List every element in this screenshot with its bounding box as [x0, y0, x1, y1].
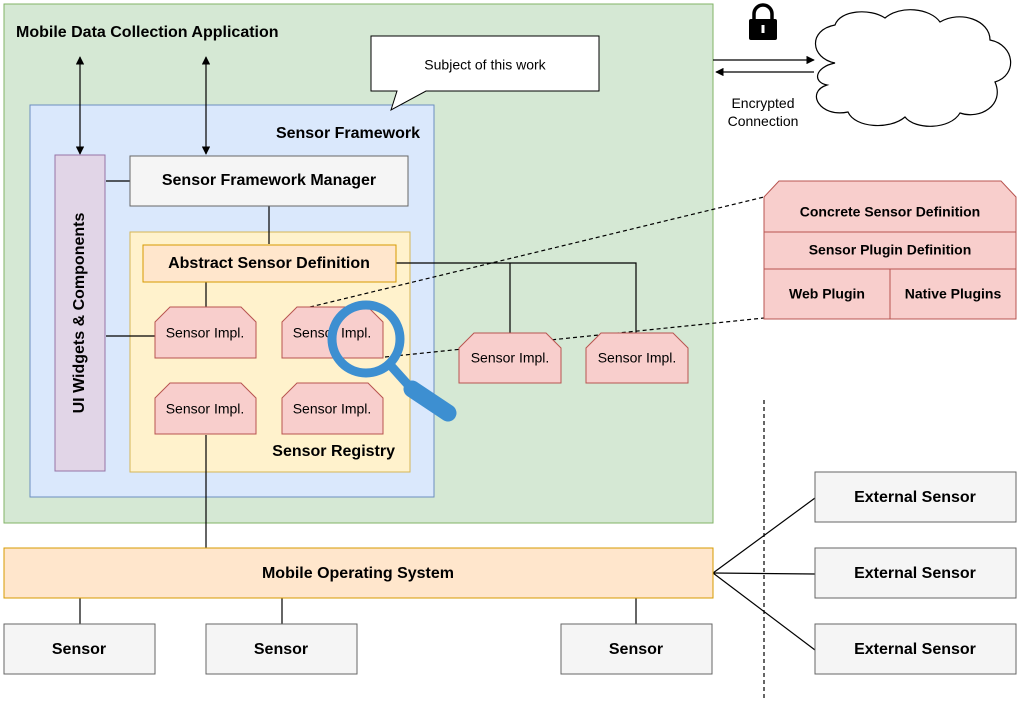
framework-manager-label: Sensor Framework Manager	[162, 172, 376, 189]
dashed-lines	[309, 196, 765, 700]
cloud-label-line2: Connection	[728, 113, 799, 129]
native-plugins-label: Native Plugins	[905, 286, 1002, 302]
connector-lines	[79, 180, 816, 651]
ui-widgets-box	[54, 154, 106, 472]
sensor-label-2: Sensor	[254, 641, 308, 658]
abstract-definition-label: Abstract Sensor Definition	[168, 255, 370, 272]
external-sensor-label-1: External Sensor	[854, 489, 976, 506]
sensor-framework-title: Sensor Framework	[276, 125, 420, 142]
sensor-label-1: Sensor	[52, 641, 106, 658]
sensor-impl-4: Sensor Impl.	[281, 382, 384, 435]
mobile-app-title: Mobile Data Collection Application	[16, 24, 279, 41]
ui-widgets-label: UI Widgets & Components	[71, 213, 88, 414]
cloud-label-line1: Encrypted	[731, 95, 794, 111]
mobile-os-bar	[3, 547, 714, 599]
external-sensor-box-3	[814, 623, 1017, 675]
concrete-definition-label: Concrete Sensor Definition	[800, 204, 980, 220]
sensor-impl-label: Sensor Impl.	[598, 350, 677, 366]
external-sensor-label-3: External Sensor	[854, 641, 976, 658]
mobile-os-label: Mobile Operating System	[262, 565, 454, 582]
sensor-label-3: Sensor	[609, 641, 663, 658]
plugin-definition-label: Sensor Plugin Definition	[809, 242, 972, 258]
sensor-impl-label: Sensor Impl.	[166, 325, 245, 341]
app-arrows	[75, 55, 815, 155]
framework-manager-box	[129, 155, 409, 207]
sensor-impl-5: Sensor Impl.	[458, 332, 562, 384]
web-plugin-label: Web Plugin	[789, 286, 865, 302]
external-sensor-label-2: External Sensor	[854, 565, 976, 582]
sensor-box-1	[3, 623, 156, 675]
external-sensor-box-1	[814, 471, 1017, 523]
magnifier-icon	[327, 300, 457, 422]
sensor-impl-6: Sensor Impl.	[585, 332, 689, 384]
abstract-definition-box	[142, 244, 397, 283]
external-sensor-box-2	[814, 547, 1017, 599]
sensor-impl-3: Sensor Impl.	[154, 382, 257, 435]
sensor-box-3	[560, 623, 713, 675]
plugin-detail: Concrete Sensor Definition Sensor Plugin…	[763, 180, 1017, 320]
cloud-icon	[814, 9, 1012, 127]
sensor-impl-label: Sensor Impl.	[293, 401, 372, 417]
sensor-impl-label: Sensor Impl.	[166, 401, 245, 417]
sensor-registry-title: Sensor Registry	[272, 443, 395, 460]
callout-bubble	[370, 35, 600, 112]
sensor-impl-label: Sensor Impl.	[471, 350, 550, 366]
sensor-impl-1: Sensor Impl.	[154, 306, 257, 359]
callout-text: Subject of this work	[424, 57, 546, 73]
sensor-box-2	[205, 623, 358, 675]
lock-icon	[749, 3, 777, 40]
